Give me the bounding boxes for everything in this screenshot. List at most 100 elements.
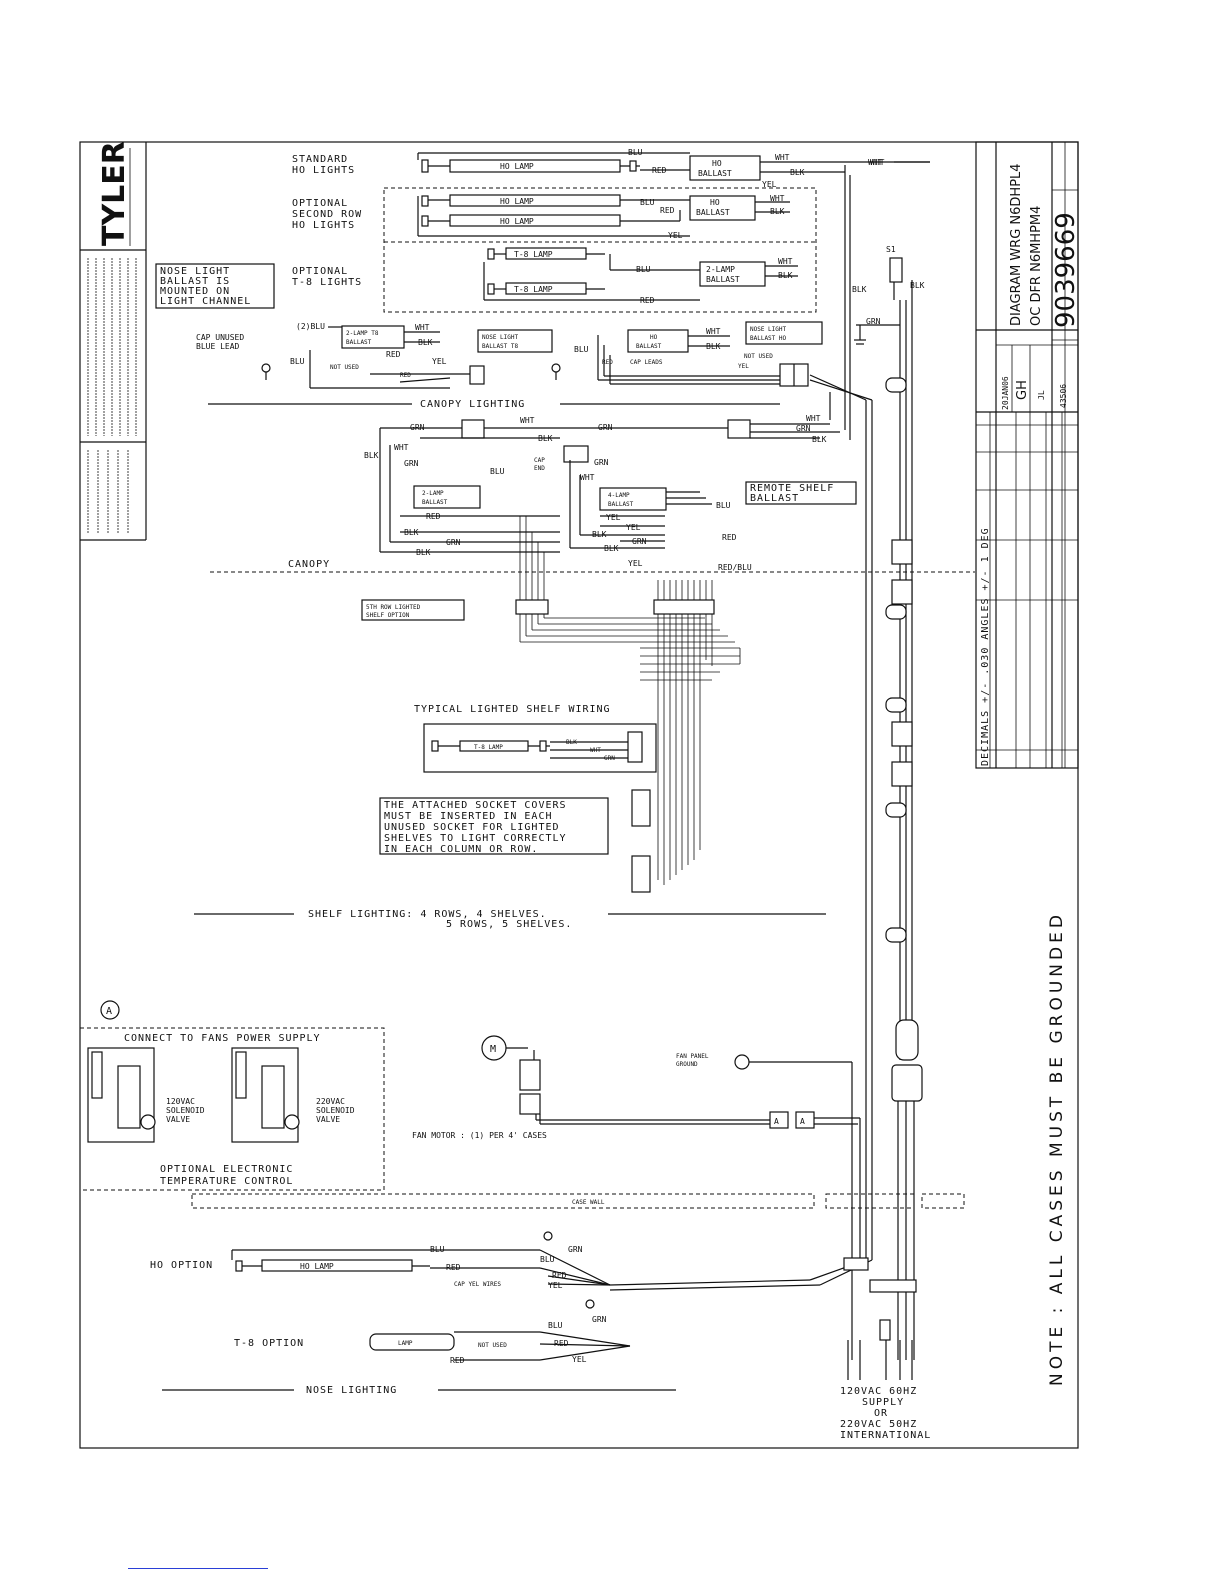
svg-text:WHT: WHT xyxy=(868,158,883,167)
svg-text:SECOND ROW: SECOND ROW xyxy=(292,209,362,220)
svg-text:CAP: CAP xyxy=(534,457,545,464)
tyler-logo: TYLER xyxy=(97,141,132,246)
two-lamp-ballast-canopy xyxy=(413,485,481,509)
svg-text:NOT USED: NOT USED xyxy=(330,364,359,371)
svg-text:VALVE: VALVE xyxy=(316,1115,340,1124)
svg-text:SHELVES TO LIGHT CORRECTLY: SHELVES TO LIGHT CORRECTLY xyxy=(384,833,567,844)
svg-text:BLU: BLU xyxy=(628,148,643,157)
nose-lighting-label: NOSE LIGHTING xyxy=(306,1385,397,1396)
svg-text:WHT: WHT xyxy=(415,323,430,332)
svg-text:BALLAST: BALLAST xyxy=(422,499,448,506)
svg-text:M: M xyxy=(490,1044,497,1055)
svg-text:BLK: BLK xyxy=(404,528,419,537)
drawing-number: 9039669 xyxy=(1051,212,1081,328)
svg-text:YEL: YEL xyxy=(738,363,749,370)
svg-text:NOT USED: NOT USED xyxy=(478,1342,507,1349)
svg-text:A: A xyxy=(106,1006,113,1017)
svg-text:WHT: WHT xyxy=(770,194,785,203)
svg-text:BLK: BLK xyxy=(566,739,577,746)
svg-text:RED: RED xyxy=(640,296,655,305)
svg-text:GRN: GRN xyxy=(404,459,419,468)
drawn-by: GH xyxy=(1015,380,1030,400)
svg-text:UNUSED SOCKET FOR LIGHTED: UNUSED SOCKET FOR LIGHTED xyxy=(384,822,560,833)
svg-text:END: END xyxy=(534,465,545,472)
svg-text:WHT: WHT xyxy=(394,443,409,452)
date: 20JAN06 xyxy=(1001,376,1010,410)
svg-text:BLU: BLU xyxy=(540,1255,555,1264)
ho-lamp-nose xyxy=(261,1259,413,1272)
svg-text:BALLAST T8: BALLAST T8 xyxy=(482,343,519,350)
svg-text:(2)BLU: (2)BLU xyxy=(296,322,325,331)
t8-option-section: T-8 OPTION LAMP RED NOT USED BLU RED YEL… xyxy=(234,1299,631,1365)
two-lamp-ballast-top xyxy=(699,261,766,287)
svg-text:WHT: WHT xyxy=(590,747,601,754)
svg-text:CAP UNUSED: CAP UNUSED xyxy=(196,333,244,342)
svg-text:BLK: BLK xyxy=(416,548,431,557)
svg-text:WHT: WHT xyxy=(778,257,793,266)
svg-text:NOSE LIGHT: NOSE LIGHT xyxy=(482,334,519,341)
svg-text:T-8 LAMP: T-8 LAMP xyxy=(474,744,503,751)
svg-text:BLK: BLK xyxy=(910,281,925,290)
fan-power-section: A CONNECT TO FANS POWER SUPPLY 120VAC SO… xyxy=(79,1000,385,1191)
svg-text:BALLAST: BALLAST xyxy=(750,493,799,504)
svg-text:LIGHT CHANNEL: LIGHT CHANNEL xyxy=(160,296,251,307)
svg-text:GRN: GRN xyxy=(796,424,811,433)
four-lamp-ballast xyxy=(599,487,667,511)
nose-ho-ballast xyxy=(627,329,689,353)
svg-text:LAMP: LAMP xyxy=(398,1340,413,1347)
svg-text:HO LAMP: HO LAMP xyxy=(300,1262,334,1271)
svg-text:RED: RED xyxy=(722,533,737,542)
switch-s1 xyxy=(889,257,903,283)
svg-text:YEL: YEL xyxy=(762,180,777,189)
ecn-number: 43506 xyxy=(1059,384,1068,408)
svg-text:YEL: YEL xyxy=(572,1355,587,1364)
svg-text:BLK: BLK xyxy=(770,207,785,216)
shelf-lighting-label-1: SHELF LIGHTING: 4 ROWS, 4 SHELVES. xyxy=(308,909,547,920)
shelf-lighting-label-2: 5 ROWS, 5 SHELVES. xyxy=(446,919,572,930)
svg-text:THE ATTACHED SOCKET COVERS: THE ATTACHED SOCKET COVERS xyxy=(384,800,567,811)
svg-text:FAN MOTOR : (1) PER 4' CASES: FAN MOTOR : (1) PER 4' CASES xyxy=(412,1131,547,1140)
svg-text:T-8 LIGHTS: T-8 LIGHTS xyxy=(292,277,362,288)
svg-text:BALLAST: BALLAST xyxy=(696,208,730,217)
optional-t8-lights: OPTIONAL T-8 LIGHTS T-8 LAMP T-8 LAMP BL… xyxy=(292,247,798,305)
svg-text:A: A xyxy=(800,1117,805,1126)
svg-text:OPTIONAL ELECTRONIC: OPTIONAL ELECTRONIC xyxy=(160,1164,293,1175)
svg-text:BLU: BLU xyxy=(574,345,589,354)
optional-second-row: OPTIONAL SECOND ROW HO LIGHTS HO LAMP HO… xyxy=(292,194,790,240)
svg-text:BLK: BLK xyxy=(778,271,793,280)
svg-text:HO LAMP: HO LAMP xyxy=(500,217,534,226)
svg-text:HO LIGHTS: HO LIGHTS xyxy=(292,165,355,176)
svg-text:TYPICAL LIGHTED SHELF WIRING: TYPICAL LIGHTED SHELF WIRING xyxy=(414,704,611,715)
svg-text:GRN: GRN xyxy=(592,1315,607,1324)
checked-by: JL xyxy=(1037,390,1046,400)
main-harness: WHT S1 BLK BLK GRN xyxy=(609,158,930,1360)
two-lamp-t8-ballast xyxy=(341,325,405,349)
svg-text:VALVE: VALVE xyxy=(166,1115,190,1124)
svg-text:CAP YEL WIRES: CAP YEL WIRES xyxy=(454,1281,501,1288)
svg-text:BALLAST: BALLAST xyxy=(698,169,732,178)
left-title-strip: TYLER xyxy=(80,141,147,541)
svg-text:REMOTE SHELF: REMOTE SHELF xyxy=(750,483,834,494)
case-wall: CASE WALL xyxy=(191,1193,965,1209)
svg-text:OPTIONAL: OPTIONAL xyxy=(292,266,348,277)
fan-motor-section: M FAN MOTOR : (1) PER 4' CASES A A FAN P… xyxy=(412,1035,861,1360)
svg-text:A: A xyxy=(774,1117,779,1126)
svg-text:BLK: BLK xyxy=(812,435,827,444)
svg-text:SOLENOID: SOLENOID xyxy=(316,1106,355,1115)
svg-text:HO LAMP: HO LAMP xyxy=(500,162,534,171)
svg-text:BALLAST: BALLAST xyxy=(346,339,372,346)
remote-shelf-ballast-area: GRN WHT 4-LAMP BALLAST YEL YEL BLK GRN B… xyxy=(569,458,857,572)
svg-text:MOUNTED ON: MOUNTED ON xyxy=(160,286,230,297)
svg-text:HO: HO xyxy=(712,159,722,168)
canopy-label: CANOPY xyxy=(288,559,330,570)
power-supply-label: 120VAC 60HZ SUPPLY OR 220VAC 50HZ INTERN… xyxy=(840,1257,930,1441)
optional-lights-box xyxy=(383,187,817,313)
svg-text:MUST BE INSERTED IN EACH: MUST BE INSERTED IN EACH xyxy=(384,811,553,822)
svg-text:RED: RED xyxy=(400,372,411,379)
svg-text:2-LAMP: 2-LAMP xyxy=(706,265,735,274)
svg-text:2-LAMP: 2-LAMP xyxy=(422,490,444,497)
ho-lamp-1 xyxy=(449,159,621,173)
svg-text:TEMPERATURE CONTROL: TEMPERATURE CONTROL xyxy=(160,1176,293,1187)
footer-link-underline[interactable] xyxy=(128,1568,268,1569)
ho-lamp-2 xyxy=(449,194,621,207)
